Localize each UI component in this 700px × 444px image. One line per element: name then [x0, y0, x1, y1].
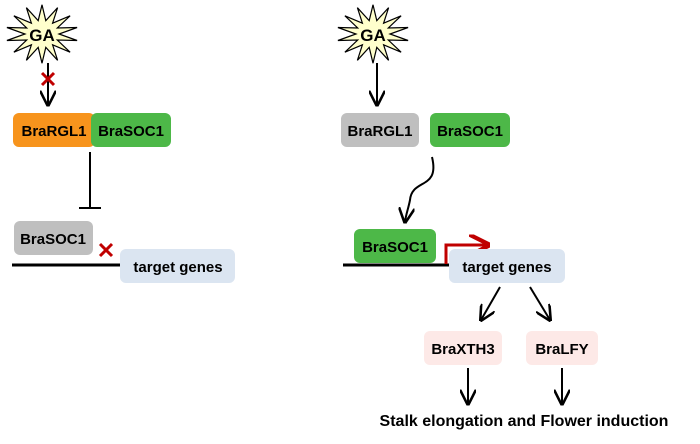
left-ga-starburst: [6, 4, 78, 64]
right-outcome-label: Stalk elongation and Flower induction: [380, 413, 669, 430]
right-lfy-box: [526, 331, 598, 365]
right-activation-arrow: [444, 245, 486, 264]
right-arrow-to-xth3: [481, 286, 501, 320]
left-rgl1-box: [13, 113, 95, 147]
right-ga-starburst: [337, 4, 409, 64]
right-translocation-arrow: [405, 156, 435, 222]
right-arrow-to-lfy: [529, 286, 550, 320]
left-ga-label: GA: [29, 26, 55, 45]
right-panel: GA BraRGL1 BraSOC1 BraSOC1 target genes …: [337, 4, 669, 430]
right-lfy-label: BraLFY: [535, 341, 588, 358]
right-target-label: target genes: [462, 259, 551, 276]
left-soc1-complex-label: BraSOC1: [98, 123, 164, 140]
left-binding-x-mark: [98, 242, 114, 258]
left-block-x-mark: [40, 71, 56, 87]
right-soc1-bound-box: [354, 229, 436, 263]
right-soc1-released-box: [430, 113, 510, 147]
right-ga-signal: GA: [337, 4, 409, 64]
right-xth3-label: BraXTH3: [431, 341, 494, 358]
right-soc1-bound-label: BraSOC1: [362, 239, 428, 256]
left-inhibition-arrow: [79, 152, 101, 209]
left-panel: GA BraRGL1 BraSOC1 BraSOC1: [6, 4, 235, 283]
left-target-label: target genes: [133, 259, 222, 276]
right-target-box: [449, 249, 565, 283]
left-ga-signal: GA: [6, 4, 78, 64]
left-target-box: [120, 249, 235, 283]
left-soc1-free-box: [14, 221, 93, 255]
left-soc1-complex-box: [91, 113, 171, 147]
left-soc1-free-label: BraSOC1: [20, 231, 86, 248]
right-xth3-box: [424, 331, 502, 365]
right-rgl1-label: BraRGL1: [347, 123, 412, 140]
right-rgl1-box: [341, 113, 419, 147]
right-soc1-released-label: BraSOC1: [437, 123, 503, 140]
right-ga-label: GA: [360, 26, 386, 45]
left-complex: BraRGL1 BraSOC1: [13, 113, 171, 147]
left-rgl1-label: BraRGL1: [21, 123, 86, 140]
